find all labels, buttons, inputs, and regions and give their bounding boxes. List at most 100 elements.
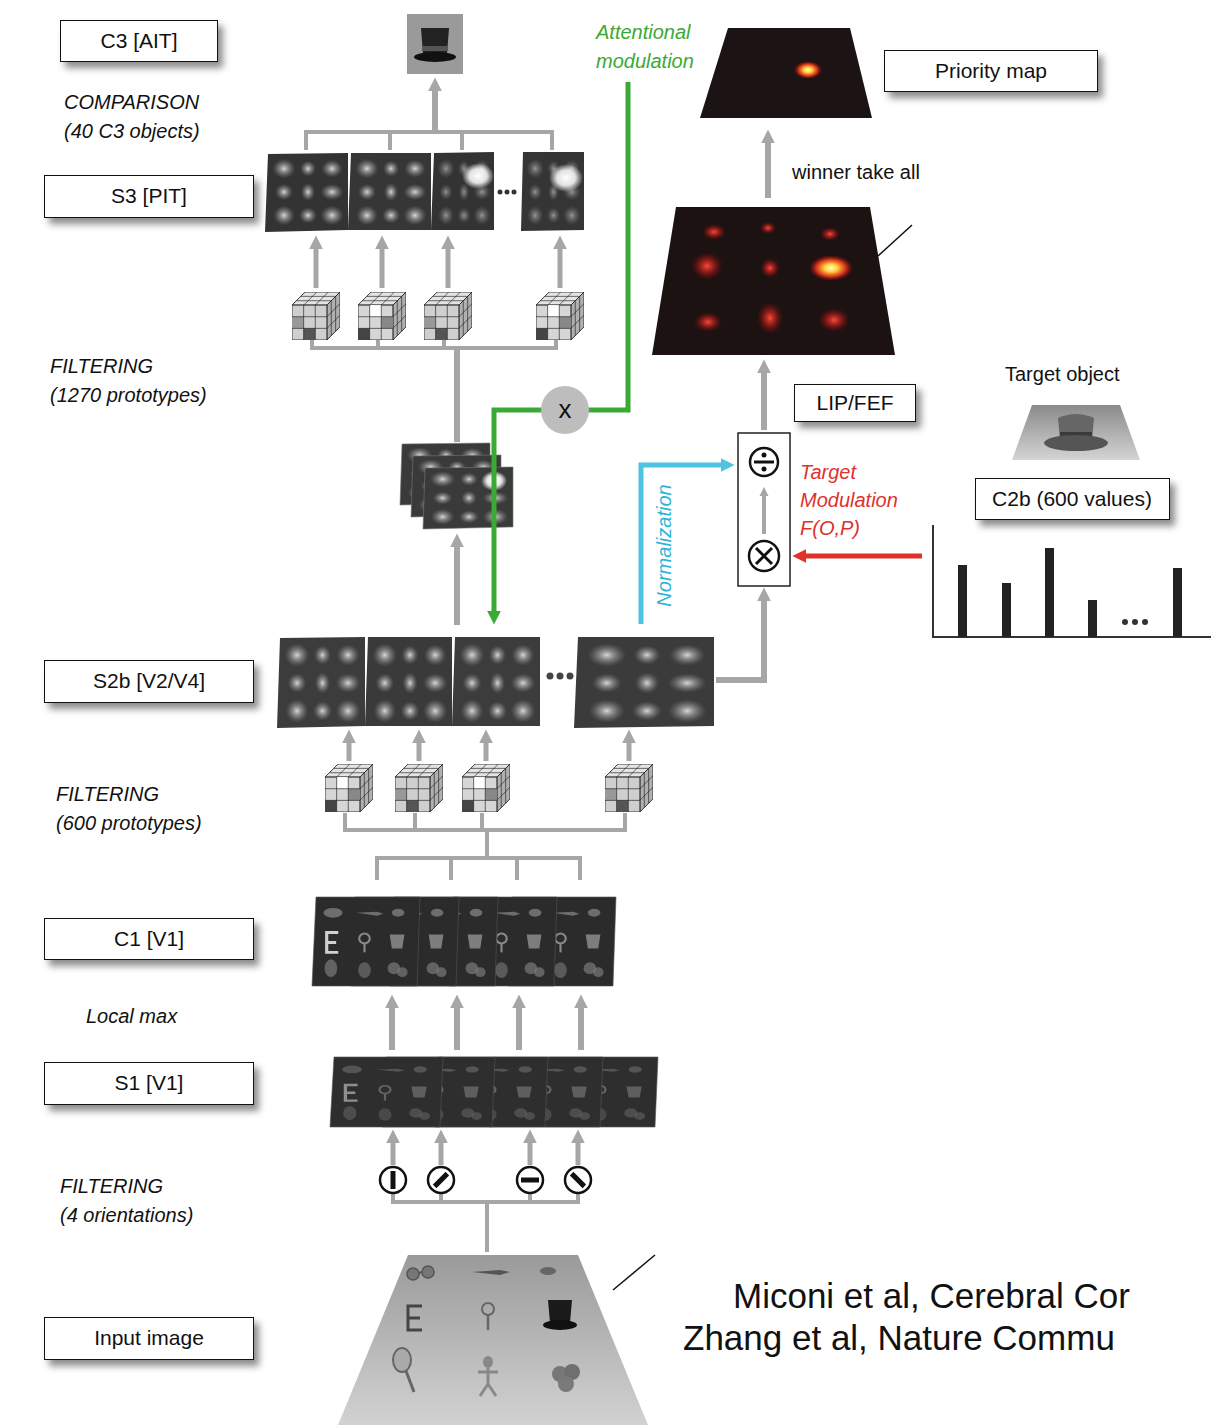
s3-filter-arrows <box>316 248 560 288</box>
attention-path <box>588 82 628 410</box>
prototype-cube <box>462 764 510 812</box>
input-image <box>407 1268 419 1280</box>
c1-maps <box>312 897 420 986</box>
s2b-maps <box>587 643 706 723</box>
s1-maps <box>330 1057 658 1127</box>
target-modulation-arrow <box>805 554 922 559</box>
box-label: C3 [AIT] <box>100 28 177 53</box>
prototype-cube <box>292 292 340 340</box>
local-max-arrows <box>454 1007 460 1050</box>
s3-maps <box>521 152 584 231</box>
c2b-bar-chart <box>1088 600 1097 637</box>
lip-fef-map <box>818 308 850 332</box>
layer-box: LIP/FEF <box>794 384 916 422</box>
s3-maps <box>505 190 510 195</box>
orientation-filter <box>380 1167 406 1193</box>
box-label: LIP/FEF <box>816 390 893 415</box>
orientation-filter <box>433 1172 449 1188</box>
filter-bracket <box>485 830 489 858</box>
citation: Miconi et al, Cerebral Cor <box>733 1276 1130 1316</box>
s1-maps <box>342 1066 430 1121</box>
priority-map-image <box>700 28 872 118</box>
comparison-bracket <box>306 90 552 150</box>
s2b-maps <box>547 673 554 680</box>
s2b-maps <box>365 637 452 726</box>
comparison-bracket <box>306 132 552 150</box>
input-image <box>478 1368 498 1396</box>
s3-maps <box>512 190 517 195</box>
s1-filter-arrows <box>528 1142 533 1165</box>
input-image <box>338 1255 655 1425</box>
orientation-filter <box>521 1178 539 1183</box>
top-hat-output <box>407 14 463 74</box>
normalization-arrow <box>641 465 722 624</box>
s3-maps <box>549 164 583 192</box>
lip-fef-map <box>809 255 853 281</box>
s2b-maps <box>452 637 540 726</box>
s1-filter-arrows <box>393 1142 578 1165</box>
input-image <box>613 1255 655 1290</box>
operator-box <box>762 453 767 458</box>
lip-fef-map <box>694 312 722 332</box>
c2b-bar-chart <box>1142 619 1148 625</box>
prototype-cube <box>292 292 584 340</box>
stage-label: FILTERING (1270 prototypes) <box>50 352 207 410</box>
s3-filter-arrows <box>314 248 319 288</box>
annotation: Attentional modulation <box>596 18 694 76</box>
local-max-arrows <box>392 1007 581 1050</box>
prototype-cube <box>325 764 653 812</box>
lip-input-arrow <box>761 372 767 430</box>
layer-box: S1 [V1] <box>44 1062 254 1105</box>
c2b-bar-chart <box>1122 619 1128 625</box>
lip-fef-map <box>757 302 783 334</box>
s2b-maps <box>373 643 448 723</box>
citation: Zhang et al, Nature Commu <box>683 1318 1115 1358</box>
layer-box: C1 [V1] <box>44 918 254 960</box>
top-hat-output <box>422 46 448 51</box>
s1-filter-arrows <box>391 1142 396 1165</box>
operator-box <box>762 495 766 534</box>
s2b-filter-arrows <box>347 742 352 761</box>
s3-maps <box>462 163 494 189</box>
c2b-bar-chart <box>1045 548 1054 637</box>
box-label: Input image <box>94 1325 204 1350</box>
box-label: x <box>559 394 572 425</box>
s2b-maps <box>285 643 361 723</box>
annotation: Normalization <box>650 484 679 606</box>
box-label: S2b [V2/V4] <box>93 668 205 693</box>
input-image <box>393 1348 411 1372</box>
s2b-maps <box>574 637 714 728</box>
winner-take-all-arrow <box>765 142 771 198</box>
feedforward-arrow <box>454 546 460 625</box>
s3-maps <box>348 153 431 230</box>
attention-path <box>494 410 542 612</box>
s3-maps <box>265 152 584 232</box>
operator-box <box>754 461 774 464</box>
filter-bracket <box>345 813 625 830</box>
input-image <box>482 1303 494 1315</box>
input-image <box>540 1267 556 1275</box>
stage-label: FILTERING (4 orientations) <box>60 1172 193 1230</box>
prototype-cube <box>605 764 653 812</box>
operator-box <box>762 467 767 472</box>
orientation-filter <box>428 1167 454 1193</box>
input-image <box>543 1320 577 1330</box>
s1-filter-arrows <box>576 1142 581 1165</box>
lip-fef-map <box>760 222 776 234</box>
s2b-maps <box>567 673 574 680</box>
s2b-filter-arrows <box>349 742 629 761</box>
c2b-bar-chart <box>933 525 1211 637</box>
multiply-circle: x <box>541 386 589 434</box>
target-object-image <box>1012 405 1140 460</box>
target-modulation-arrow <box>805 554 922 559</box>
input-image <box>483 1356 493 1368</box>
layer-box: Priority map <box>884 50 1098 92</box>
s3-maps <box>498 190 503 195</box>
lip-input-arrow <box>761 372 767 430</box>
input-image <box>558 1376 574 1392</box>
stage-label: Local max <box>86 1002 177 1031</box>
operator-box <box>738 433 790 586</box>
top-hat-output <box>414 52 456 62</box>
priority-map-image <box>794 61 822 79</box>
